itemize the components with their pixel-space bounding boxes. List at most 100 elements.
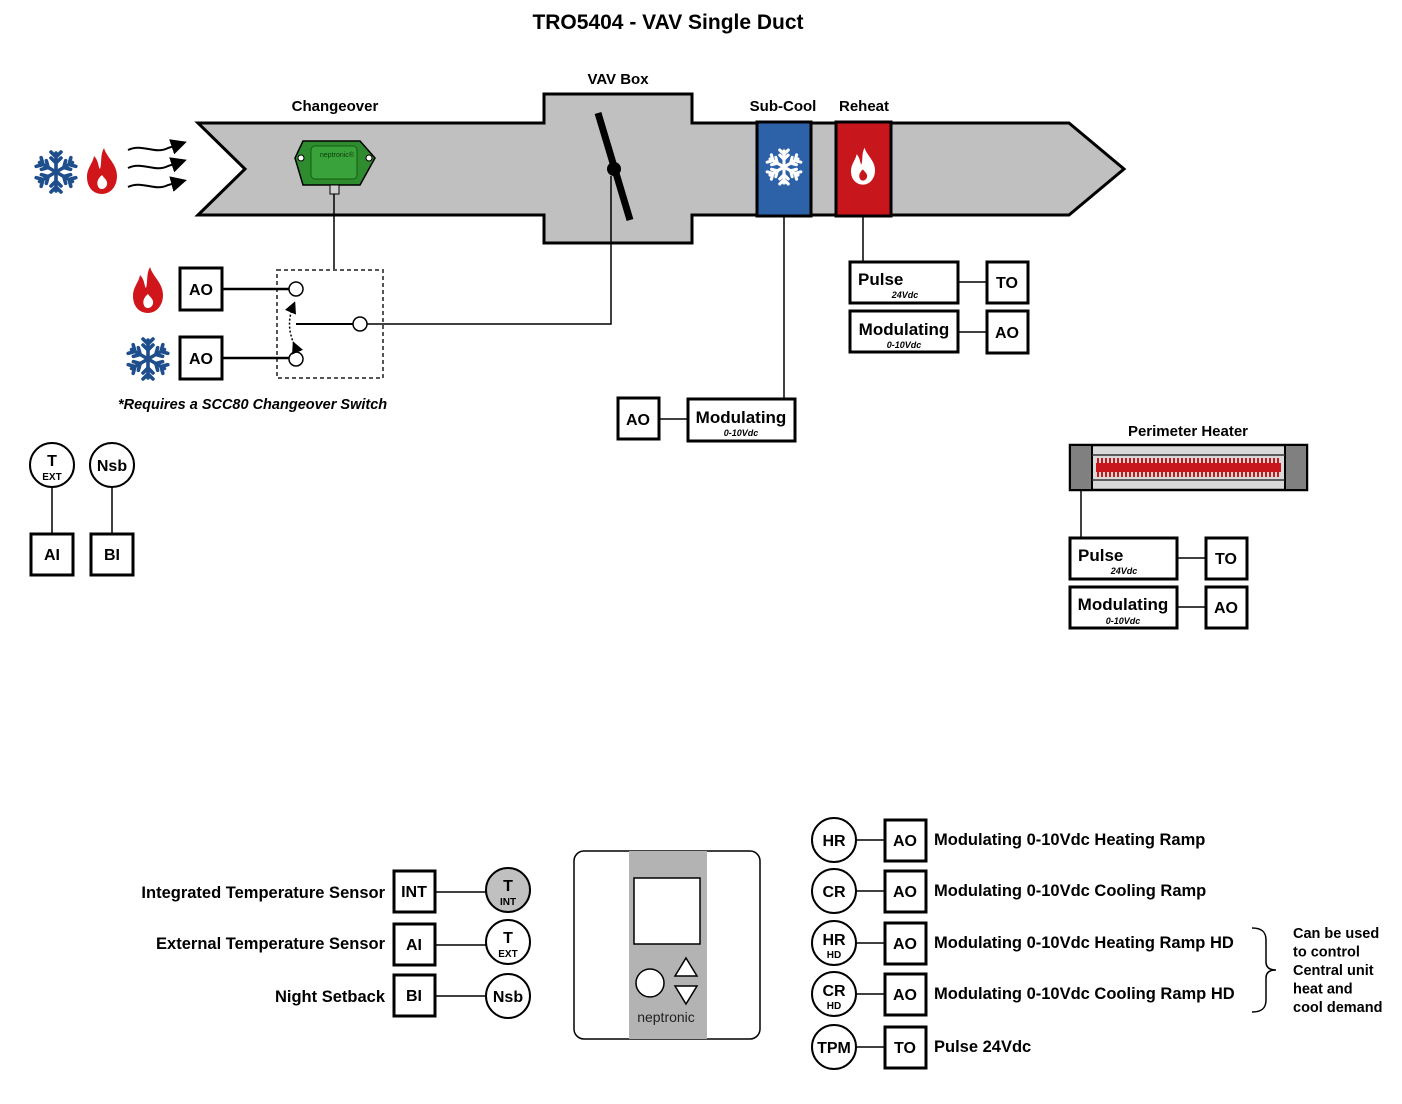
thermostat-device: neptronic [573,850,761,1040]
output-io-label: TO [894,1040,916,1057]
hd-note-line: cool demand [1293,1000,1382,1016]
output-code-sub: HD [827,950,841,961]
output-io-label: AO [893,833,917,850]
subcool-signal-label: 0-10Vdc [724,428,759,438]
svg-text:EXT: EXT [498,949,517,960]
reheat-label: Reheat [839,98,889,115]
perimeter-pulse-signal: 24Vdc [1110,566,1138,576]
changeover-note: *Requires a SCC80 Changeover Switch [118,397,387,413]
svg-text:T: T [503,878,513,895]
airflow-arrows-icon [127,139,187,192]
up-arrow-icon [673,956,699,977]
svg-text:Night Setback: Night Setback [275,988,386,1006]
output-description: Pulse 24Vdc [934,1038,1031,1056]
subcool-ao-label: AO [626,412,650,429]
output-code: HR [822,932,846,949]
hd-note-line: heat and [1293,982,1353,998]
thermostat-input-int: Integrated Temperature Sensor INT T INT [141,867,531,914]
output-code: HR [822,833,846,850]
thermostat-brand: neptronic [637,1009,695,1025]
hd-note-line: Can be used [1293,926,1379,942]
reheat-mod-label: Modulating [859,320,950,339]
output-description: Modulating 0-10Vdc Heating Ramp HD [934,934,1234,952]
diagram-title: TRO5404 - VAV Single Duct [532,11,803,34]
svg-text:T: T [47,453,57,470]
thermostat-input-nsb: Night Setback BI Nsb [275,973,531,1019]
field-input-nsb: Nsb BI [89,442,135,577]
perimeter-mod-label: Modulating [1078,595,1169,614]
output-io-box [883,972,928,1017]
reheat-pulse-label: Pulse [858,270,903,289]
output-code-sub: HD [827,1001,841,1012]
subcool-coil [755,120,813,218]
heater-element [1096,463,1281,472]
perimeter-heater [1068,443,1309,492]
svg-text:BI: BI [406,988,422,1005]
output-io-box [883,1025,928,1070]
perimeter-to-box [1204,536,1249,581]
svg-text:Nsb: Nsb [493,989,523,1006]
vav-box-label: VAV Box [587,71,649,88]
hd-note-line: to control [1293,945,1360,961]
thermostat-output-row: TPM TO Pulse 24Vdc [811,1024,1031,1070]
perimeter-to-label: TO [1215,551,1237,568]
svg-text:INT: INT [401,884,427,901]
perimeter-pulse-label: Pulse [1078,546,1123,565]
wire [367,176,612,325]
reheat-ao-label: AO [995,325,1019,342]
field-input-text-ext: T EXT AI [29,442,75,577]
reheat-pulse-box [848,260,960,305]
subcool-label: Sub-Cool [750,98,817,115]
svg-text:T: T [503,930,513,947]
output-io-label: AO [893,987,917,1004]
perimeter-heater-label: Perimeter Heater [1128,423,1248,440]
svg-text:INT: INT [500,897,516,908]
reheat-mod-signal: 0-10Vdc [887,340,922,350]
svg-text:Nsb: Nsb [97,458,127,475]
perimeter-ao-label: AO [1214,600,1238,617]
thermostat-display [633,877,701,945]
flame-icon [133,267,163,313]
output-io-box [883,869,928,914]
output-io-label: AO [893,936,917,953]
output-io-label: AO [893,884,917,901]
changeover-cool-ao-label: AO [189,351,213,368]
output-code: TPM [817,1040,851,1057]
subcool-mode-box [686,397,797,443]
output-io-box [883,818,928,863]
thermostat-button [635,968,665,998]
reheat-ao-box [985,309,1030,355]
changeover-sensor: neptronic® [294,140,376,195]
reheat-pulse-signal: 24Vdc [891,290,919,300]
hd-brace [1251,927,1277,1013]
svg-text:Integrated Temperature Sensor: Integrated Temperature Sensor [141,884,385,902]
svg-text:AI: AI [44,547,60,564]
output-code: CR [822,983,846,1000]
down-arrow-icon [673,985,699,1006]
changeover-heat-ao-label: AO [189,282,213,299]
svg-text:External Temperature Sensor: External Temperature Sensor [156,935,386,953]
output-description: Modulating 0-10Vdc Heating Ramp [934,831,1205,849]
svg-text:EXT: EXT [42,472,61,483]
snowflake-icon [128,339,168,379]
hd-note-line: Central unit [1293,963,1374,979]
changeover-cool-ao-box [178,335,224,381]
output-io-box [883,921,928,966]
perimeter-pulse-box [1068,536,1179,581]
changeover-label: Changeover [292,98,379,115]
thermostat-output-row: HR AO Modulating 0-10Vdc Heating Ramp [811,817,1205,863]
perimeter-mod-box [1068,585,1179,630]
subcool-mode-label: Modulating [696,408,787,427]
vav-damper [594,111,634,222]
output-code: CR [822,884,846,901]
svg-text:BI: BI [104,547,120,564]
svg-text:AI: AI [406,937,422,954]
perimeter-ao-box [1204,585,1249,630]
snowflake-icon [36,152,76,192]
reheat-to-label: TO [996,275,1018,292]
reheat-coil [834,120,893,218]
